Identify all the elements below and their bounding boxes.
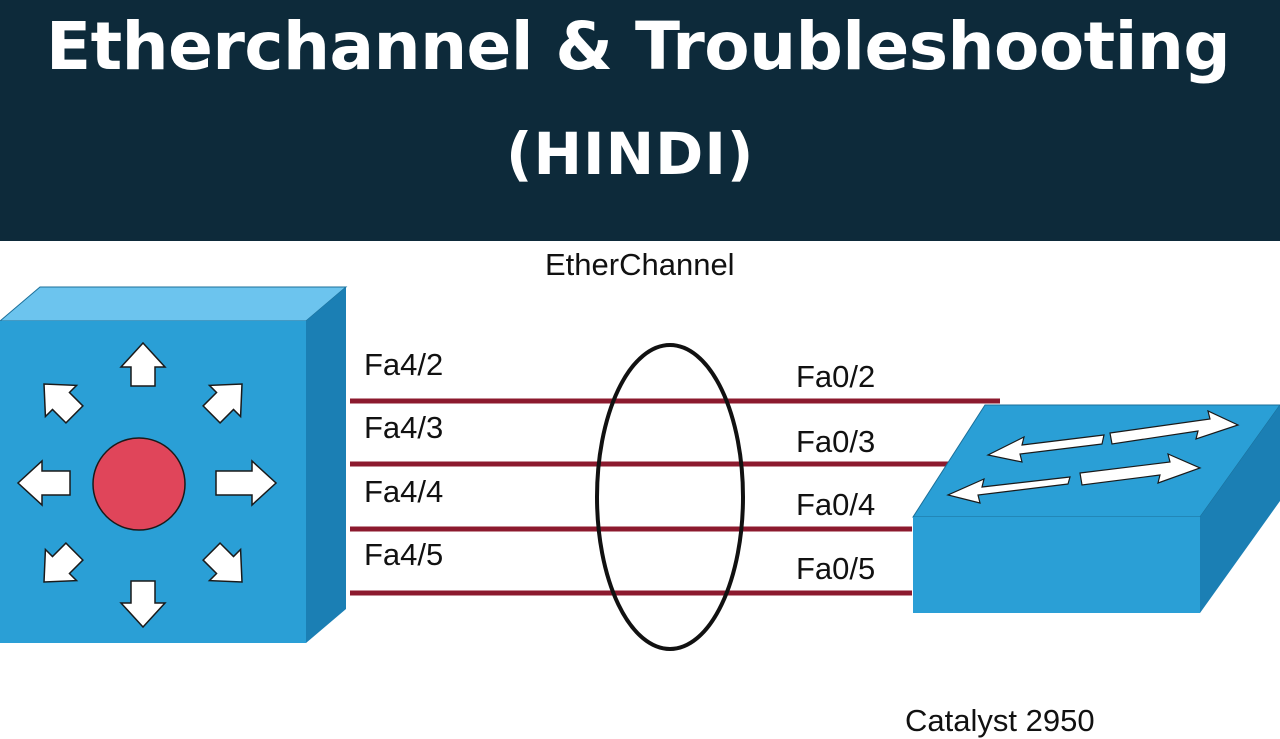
- workgroup-switch-icon: [912, 404, 1280, 613]
- left-port-label: Fa4/4: [364, 474, 444, 509]
- right-port-label: Fa0/3: [796, 424, 876, 459]
- right-port-label: Fa0/4: [796, 487, 876, 522]
- right-port-label: Fa0/2: [796, 359, 876, 394]
- right-port-label: Fa0/5: [796, 551, 876, 586]
- link-lines: [350, 398, 1000, 596]
- etherchannel-label: EtherChannel: [545, 247, 735, 282]
- multilayer-switch-icon: [0, 286, 348, 643]
- page-subtitle: (HINDI): [506, 120, 755, 188]
- left-port-label: Fa4/3: [364, 410, 444, 445]
- switch-arrows-icon: [946, 409, 1240, 504]
- title-banner: Etherchannel & Troubleshooting (HINDI): [0, 0, 1280, 241]
- etherchannel-diagram: [0, 286, 1280, 651]
- left-port-label: Fa4/5: [364, 537, 444, 572]
- diagram-canvas: EtherChannel Fa4/2 Fa4/3 Fa4/4 Fa4/5 Fa0…: [0, 241, 1280, 738]
- arrows-icon: [16, 341, 278, 629]
- page-title: Etherchannel & Troubleshooting: [46, 8, 1231, 85]
- device-caption: Catalyst 2950: [905, 703, 1095, 738]
- router-dot: [92, 437, 186, 531]
- left-port-label: Fa4/2: [364, 347, 444, 382]
- bundle-ellipse: [595, 343, 745, 651]
